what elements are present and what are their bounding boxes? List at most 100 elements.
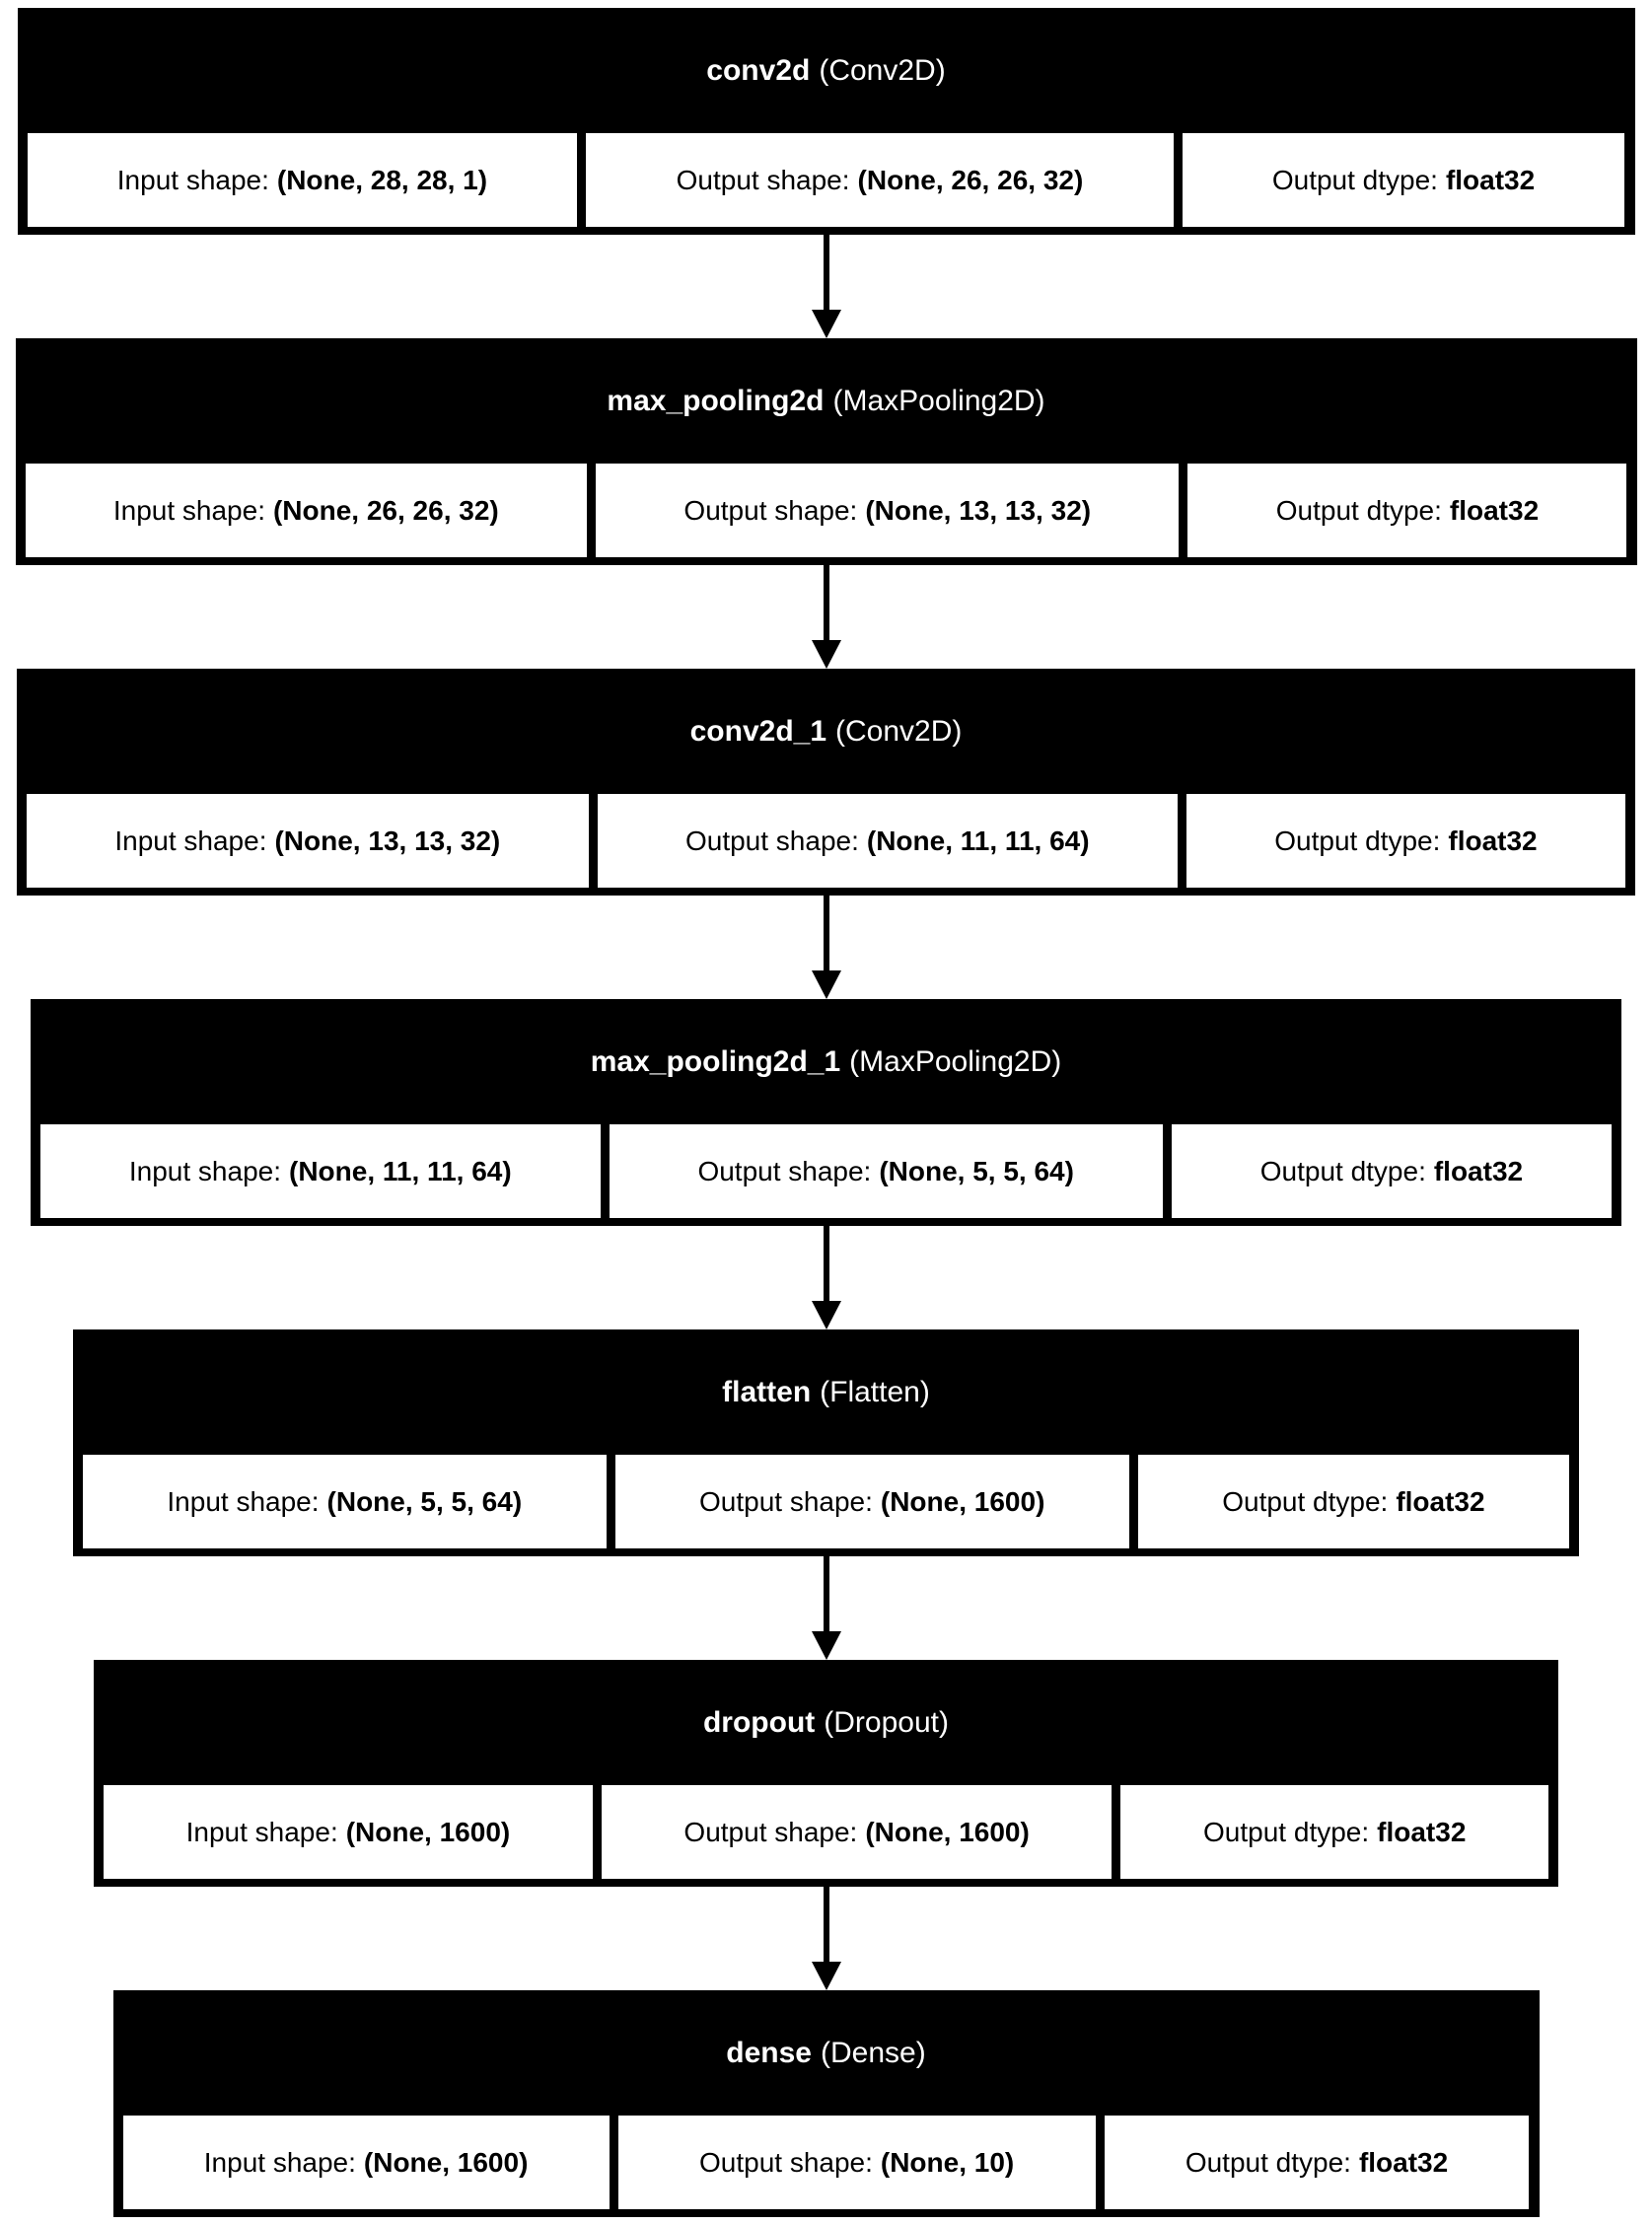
output-dtype-label: Output dtype: bbox=[1185, 2146, 1351, 2178]
layer-node-dropout: dropout (Dropout) Input shape: (None, 16… bbox=[94, 1660, 1558, 1887]
layer-name: conv2d_1 bbox=[689, 714, 827, 748]
flow-arrow bbox=[811, 235, 841, 338]
arrow-down-icon bbox=[811, 640, 841, 669]
layer-details-row: Input shape: (None, 5, 5, 64) Output sha… bbox=[83, 1455, 1569, 1548]
layer-details-row: Input shape: (None, 1600) Output shape: … bbox=[104, 1785, 1548, 1879]
layer-header: conv2d (Conv2D) bbox=[28, 8, 1625, 133]
output-shape-label: Output shape: bbox=[683, 494, 858, 526]
output-shape-cell: Output shape: (None, 26, 26, 32) bbox=[586, 133, 1174, 227]
layer-node-flatten: flatten (Flatten) Input shape: (None, 5,… bbox=[73, 1329, 1579, 1556]
output-dtype-cell: Output dtype: float32 bbox=[1171, 1124, 1612, 1218]
output-dtype-label: Output dtype: bbox=[1222, 1485, 1389, 1517]
output-dtype-value: float32 bbox=[1396, 1485, 1485, 1517]
input-shape-label: Input shape: bbox=[203, 2146, 356, 2178]
layer-header: max_pooling2d_1 (MaxPooling2D) bbox=[40, 999, 1612, 1124]
output-shape-label: Output shape: bbox=[676, 164, 850, 195]
layer-node-dense: dense (Dense) Input shape: (None, 1600) … bbox=[112, 1990, 1540, 2217]
flow-arrow bbox=[811, 1887, 841, 1990]
flow-arrow bbox=[811, 1226, 841, 1329]
layer-details-row: Input shape: (None, 1600) Output shape: … bbox=[122, 2116, 1530, 2209]
layer-details-row: Input shape: (None, 28, 28, 1) Output sh… bbox=[27, 133, 1625, 227]
output-dtype-value: float32 bbox=[1358, 2146, 1449, 2178]
arrow-down-icon bbox=[811, 1962, 841, 1990]
layer-name: dropout bbox=[702, 1705, 816, 1739]
input-shape-value: (None, 1600) bbox=[363, 2146, 529, 2178]
input-shape-cell: Input shape: (None, 28, 28, 1) bbox=[27, 133, 578, 227]
arrow-down-icon bbox=[811, 1631, 841, 1660]
output-shape-label: Output shape: bbox=[698, 1485, 873, 1517]
output-shape-value: (None, 13, 13, 32) bbox=[865, 494, 1092, 526]
layer-name: flatten bbox=[722, 1375, 812, 1408]
arrow-stem bbox=[823, 235, 829, 312]
input-shape-cell: Input shape: (None, 1600) bbox=[104, 1785, 593, 1879]
input-shape-cell: Input shape: (None, 13, 13, 32) bbox=[27, 794, 589, 888]
output-dtype-cell: Output dtype: float32 bbox=[1137, 1455, 1569, 1548]
input-shape-label: Input shape: bbox=[167, 1485, 320, 1517]
output-dtype-label: Output dtype: bbox=[1271, 164, 1438, 195]
output-dtype-value: float32 bbox=[1448, 825, 1538, 856]
layer-name: conv2d bbox=[706, 53, 811, 87]
layer-class: (Dense) bbox=[821, 2036, 926, 2069]
output-dtype-cell: Output dtype: float32 bbox=[1182, 133, 1625, 227]
flow-arrow bbox=[811, 896, 841, 999]
layer-node-max-pooling2d: max_pooling2d (MaxPooling2D) Input shape… bbox=[15, 338, 1637, 565]
output-shape-cell: Output shape: (None, 1600) bbox=[614, 1455, 1129, 1548]
output-shape-value: (None, 11, 11, 64) bbox=[866, 825, 1090, 856]
output-dtype-value: float32 bbox=[1445, 164, 1536, 195]
output-dtype-value: float32 bbox=[1377, 1816, 1467, 1847]
arrow-down-icon bbox=[811, 970, 841, 999]
output-dtype-cell: Output dtype: float32 bbox=[1120, 1785, 1548, 1879]
input-shape-value: (None, 28, 28, 1) bbox=[276, 164, 488, 195]
arrow-down-icon bbox=[811, 1301, 841, 1329]
input-shape-cell: Input shape: (None, 26, 26, 32) bbox=[25, 464, 588, 557]
output-dtype-label: Output dtype: bbox=[1259, 1155, 1426, 1186]
input-shape-cell: Input shape: (None, 5, 5, 64) bbox=[83, 1455, 607, 1548]
output-shape-value: (None, 1600) bbox=[865, 1816, 1030, 1847]
output-shape-value: (None, 26, 26, 32) bbox=[857, 164, 1084, 195]
layer-details-row: Input shape: (None, 11, 11, 64) Output s… bbox=[40, 1124, 1612, 1218]
output-dtype-label: Output dtype: bbox=[1203, 1816, 1370, 1847]
input-shape-cell: Input shape: (None, 11, 11, 64) bbox=[40, 1124, 601, 1218]
layer-header: dense (Dense) bbox=[123, 1990, 1530, 2116]
arrow-stem bbox=[823, 896, 829, 972]
layer-class: (MaxPooling2D) bbox=[832, 384, 1045, 417]
input-shape-label: Input shape: bbox=[185, 1816, 338, 1847]
layer-details-row: Input shape: (None, 13, 13, 32) Output s… bbox=[27, 794, 1625, 888]
input-shape-value: (None, 5, 5, 64) bbox=[326, 1485, 523, 1517]
layer-details-row: Input shape: (None, 26, 26, 32) Output s… bbox=[25, 464, 1627, 557]
output-dtype-cell: Output dtype: float32 bbox=[1104, 2116, 1530, 2209]
layer-class: (Conv2D) bbox=[835, 714, 963, 748]
arrow-stem bbox=[823, 1556, 829, 1633]
output-dtype-cell: Output dtype: float32 bbox=[1187, 464, 1627, 557]
output-dtype-cell: Output dtype: float32 bbox=[1185, 794, 1625, 888]
output-shape-cell: Output shape: (None, 1600) bbox=[601, 1785, 1113, 1879]
arrow-stem bbox=[823, 565, 829, 642]
output-shape-label: Output shape: bbox=[684, 825, 859, 856]
output-shape-label: Output shape: bbox=[698, 2146, 873, 2178]
layer-header: flatten (Flatten) bbox=[83, 1329, 1569, 1455]
flow-arrow bbox=[811, 1556, 841, 1660]
output-shape-label: Output shape: bbox=[683, 1816, 858, 1847]
layer-class: (Flatten) bbox=[820, 1375, 930, 1408]
layer-header: conv2d_1 (Conv2D) bbox=[27, 669, 1625, 794]
flow-arrow bbox=[811, 565, 841, 669]
output-shape-value: (None, 5, 5, 64) bbox=[879, 1155, 1074, 1186]
layer-header: max_pooling2d (MaxPooling2D) bbox=[26, 338, 1627, 464]
arrow-down-icon bbox=[811, 310, 841, 338]
arrow-stem bbox=[823, 1887, 829, 1964]
input-shape-cell: Input shape: (None, 1600) bbox=[122, 2116, 610, 2209]
output-shape-cell: Output shape: (None, 13, 13, 32) bbox=[596, 464, 1180, 557]
input-shape-value: (None, 11, 11, 64) bbox=[289, 1155, 512, 1186]
layer-node-max-pooling2d-1: max_pooling2d_1 (MaxPooling2D) Input sha… bbox=[31, 999, 1621, 1226]
output-dtype-label: Output dtype: bbox=[1275, 494, 1442, 526]
layer-name: dense bbox=[726, 2036, 812, 2069]
arrow-stem bbox=[823, 1226, 829, 1303]
layer-node-conv2d: conv2d (Conv2D) Input shape: (None, 28, … bbox=[17, 8, 1635, 235]
output-dtype-label: Output dtype: bbox=[1274, 825, 1441, 856]
output-shape-cell: Output shape: (None, 5, 5, 64) bbox=[609, 1124, 1163, 1218]
output-dtype-value: float32 bbox=[1433, 1155, 1524, 1186]
output-shape-value: (None, 10) bbox=[880, 2146, 1015, 2178]
input-shape-value: (None, 13, 13, 32) bbox=[274, 825, 501, 856]
output-shape-cell: Output shape: (None, 11, 11, 64) bbox=[597, 794, 1178, 888]
